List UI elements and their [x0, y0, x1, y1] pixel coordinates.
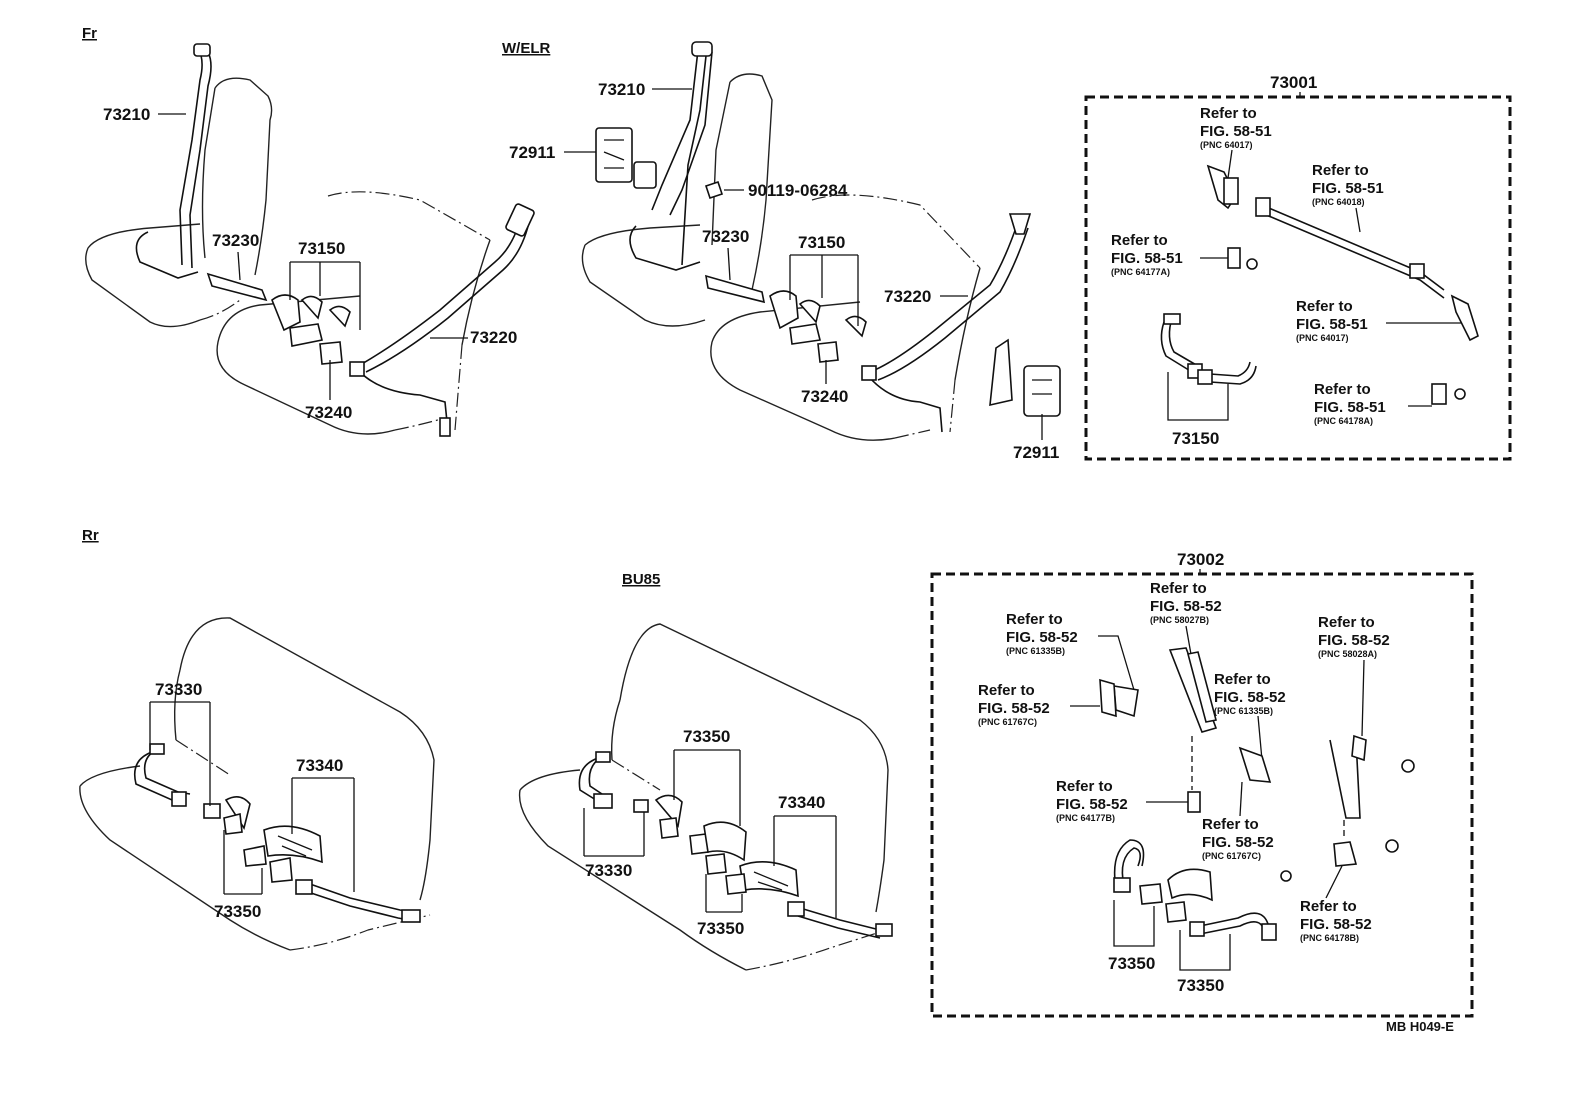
- ref-line1: Refer to: [1202, 816, 1259, 833]
- rear-belt-components: [133, 743, 421, 923]
- ref-line1: Refer to: [1312, 162, 1369, 179]
- ref-pnc: (PNC 58028A): [1318, 649, 1377, 659]
- leader-bu85-73350-lower: [705, 874, 743, 913]
- rear-label-73340: 73340: [296, 756, 343, 775]
- leader-bu85-73340: [773, 815, 837, 918]
- part-label-73230: 73230: [212, 231, 259, 250]
- part-label-73240: 73240: [305, 403, 352, 422]
- ref-line2: FIG. 58-52: [1318, 632, 1390, 649]
- front-seat-illustration: [85, 77, 491, 435]
- rear-seat-illustration: [79, 617, 435, 951]
- leader-welr-73230: [727, 247, 731, 281]
- part-label-73220: 73220: [470, 328, 517, 347]
- ref-line2: FIG. 58-52: [1056, 796, 1128, 813]
- section-label-bu85: BU85: [622, 571, 660, 588]
- ref-line2: FIG. 58-51: [1296, 316, 1368, 333]
- ref-line1: Refer to: [1056, 778, 1113, 795]
- section-label-welr: W/ELR: [502, 40, 550, 57]
- ref-line2: FIG. 58-52: [1006, 629, 1078, 646]
- ref-line1: Refer to: [1200, 105, 1257, 122]
- leader-bu85-73330: [583, 808, 645, 857]
- ref-line2: FIG. 58-51: [1314, 399, 1386, 416]
- ref-pnc: (PNC 61767C): [978, 717, 1037, 727]
- part-label-welr-73230: 73230: [702, 227, 749, 246]
- kit-73002: 73002 Refer to FIG. 58-52 (PNC 61335B) R…: [930, 550, 1474, 1018]
- part-label-welr-90119-06284: 90119-06284: [748, 181, 848, 200]
- ref-line2: FIG. 58-52: [1150, 598, 1222, 615]
- bu85-label-73350-lower: 73350: [697, 919, 744, 938]
- part-label-73210: 73210: [103, 105, 150, 124]
- ref-line1: Refer to: [978, 682, 1035, 699]
- ref-line1: Refer to: [1150, 580, 1207, 597]
- part-label-welr-73220: 73220: [884, 287, 931, 306]
- bu85-belt-components: [578, 751, 893, 939]
- bu85-label-73340: 73340: [778, 793, 825, 812]
- front-belt-components: [135, 43, 535, 437]
- ref-line2: FIG. 58-52: [978, 700, 1050, 717]
- ref-pnc: (PNC 64177B): [1056, 813, 1115, 823]
- part-label-welr-73150: 73150: [798, 233, 845, 252]
- figure-code: MB H049-E: [1386, 1019, 1454, 1034]
- ref-pnc: (PNC 64017): [1296, 333, 1349, 343]
- part-label-welr-72911-lower: 72911: [1013, 443, 1059, 462]
- ref-pnc: (PNC 61335B): [1006, 646, 1065, 656]
- bu85-label-73330: 73330: [585, 861, 632, 880]
- ref-line1: Refer to: [1214, 671, 1271, 688]
- bu85-label-73350-upper: 73350: [683, 727, 730, 746]
- part-label-73150: 73150: [298, 239, 345, 258]
- ref-line1: Refer to: [1314, 381, 1371, 398]
- ref-line2: FIG. 58-52: [1202, 834, 1274, 851]
- part-label-welr-73210: 73210: [598, 80, 645, 99]
- ref-line1: Refer to: [1111, 232, 1168, 249]
- ref-line2: FIG. 58-51: [1200, 123, 1272, 140]
- leader-73230: [237, 251, 241, 281]
- welr-seat-illustration: [581, 73, 981, 441]
- leader-rear-73350: [223, 830, 263, 895]
- leader-73150: [289, 261, 361, 330]
- kit-73002-label-73350-left: 73350: [1108, 954, 1155, 973]
- kit-73001-label-73150: 73150: [1172, 429, 1219, 448]
- section-label-front: Fr: [82, 25, 97, 42]
- leader-rear-73330: [149, 701, 211, 806]
- ref-line2: FIG. 58-52: [1300, 916, 1372, 933]
- ref-pnc: (PNC 61767C): [1202, 851, 1261, 861]
- welr-belt-components: [595, 41, 1061, 433]
- ref-line2: FIG. 58-51: [1111, 250, 1183, 267]
- rear-label-73330: 73330: [155, 680, 202, 699]
- ref-pnc: (PNC 64177A): [1111, 267, 1170, 277]
- ref-pnc: (PNC 64017): [1200, 140, 1253, 150]
- ref-line1: Refer to: [1300, 898, 1357, 915]
- leader-bu85-73350-upper: [673, 749, 741, 826]
- ref-line1: Refer to: [1296, 298, 1353, 315]
- ref-line1: Refer to: [1318, 614, 1375, 631]
- bu85-seat-illustration: [518, 623, 889, 971]
- ref-pnc: (PNC 64178B): [1300, 933, 1359, 943]
- ref-line2: FIG. 58-52: [1214, 689, 1286, 706]
- ref-pnc: (PNC 61335B): [1214, 706, 1273, 716]
- rear-label-73350: 73350: [214, 902, 261, 921]
- section-label-rear: Rr: [82, 527, 99, 544]
- part-label-welr-73240: 73240: [801, 387, 848, 406]
- leader-rear-73340: [291, 777, 355, 892]
- part-label-welr-72911-upper: 72911: [509, 143, 555, 162]
- ref-line2: FIG. 58-51: [1312, 180, 1384, 197]
- leader-welr-73150: [789, 254, 859, 326]
- ref-pnc: (PNC 64178A): [1314, 416, 1373, 426]
- kit-label-73002: 73002: [1177, 550, 1224, 569]
- ref-pnc: (PNC 64018): [1312, 197, 1365, 207]
- ref-pnc: (PNC 58027B): [1150, 615, 1209, 625]
- kit-73001: 73001 Refer to FIG. 58-51 (PNC 64017) Re…: [1084, 73, 1512, 461]
- ref-line1: Refer to: [1006, 611, 1063, 628]
- kit-73002-label-73350-right: 73350: [1177, 976, 1224, 995]
- kit-label-73001: 73001: [1270, 73, 1317, 92]
